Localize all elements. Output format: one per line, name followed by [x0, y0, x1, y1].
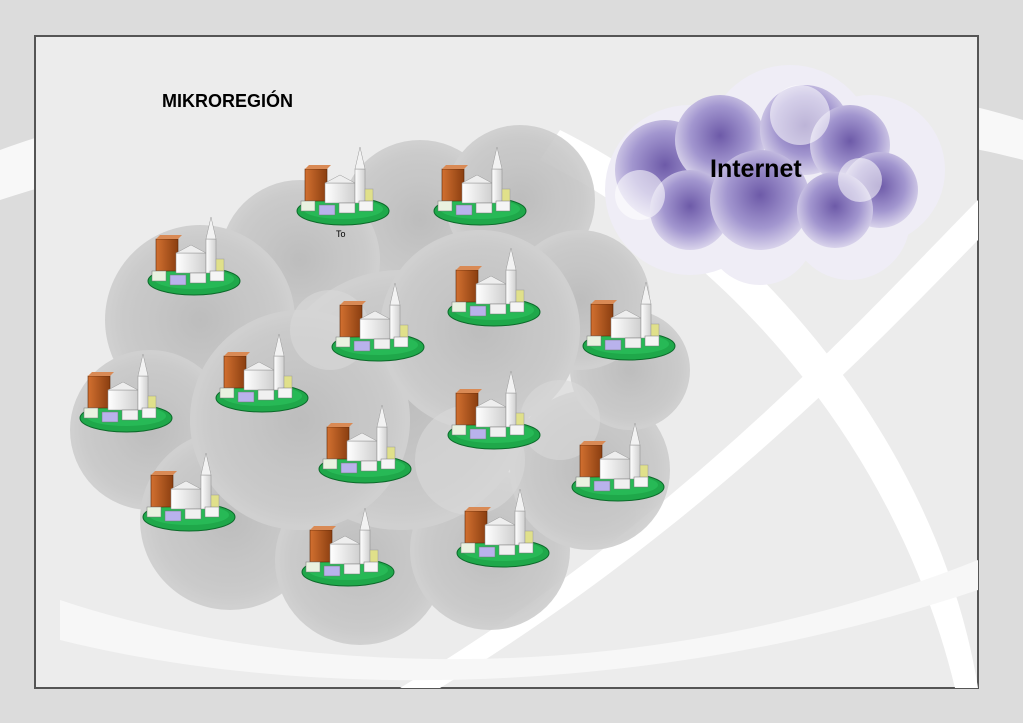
village-caption: To [336, 229, 346, 239]
background-band [60, 560, 978, 681]
internet-label: Internet [710, 155, 802, 183]
internet-cloud [605, 65, 945, 285]
region-title: MIKROREGIÓN [162, 91, 294, 111]
